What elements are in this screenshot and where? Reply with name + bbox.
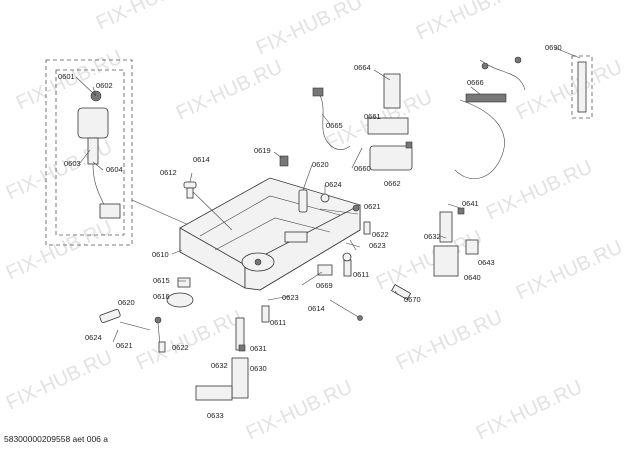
watermark: FIX-HUB.RU [3,346,116,414]
label-0622: 0622 [372,230,389,239]
watermark: FIX-HUB.RU [473,376,586,444]
label-0623: 0623 [282,293,299,302]
label-0620: 0620 [312,160,329,169]
leader-lines [75,47,581,343]
label-0640: 0640 [464,273,481,282]
label-0624: 0624 [325,180,342,189]
watermark: FIX-HUB.RU [173,56,286,124]
label-0603: 0603 [64,159,81,168]
watermark: FIX-HUB.RU [243,376,356,444]
label-0616: 0616 [153,292,170,301]
label-0632: 0632 [211,361,228,370]
label-0664: 0664 [354,63,371,72]
label-0631: 0631 [250,344,267,353]
label-0620: 0620 [118,298,135,307]
label-0665: 0665 [326,121,343,130]
watermark: FIX-HUB.RU [133,306,246,374]
label-0666: 0666 [467,78,484,87]
label-0630: 0630 [250,364,267,373]
watermark: FIX-HUB.RU [483,156,596,224]
watermark: FIX-HUB.RU [3,216,116,284]
label-0670: 0670 [404,295,421,304]
label-0601: 0601 [58,72,75,81]
label-0619: 0619 [254,146,271,155]
label-0669: 0669 [316,281,333,290]
label-0690: 0690 [545,43,562,52]
label-0614: 0614 [308,304,325,313]
label-0602: 0602 [96,81,113,90]
label-0632: 0632 [424,232,441,241]
label-0621: 0621 [364,202,381,211]
label-0611: 0611 [353,270,369,279]
label-0633: 0633 [207,411,224,420]
label-0660: 0660 [354,164,371,173]
watermark: FIX-HUB.RU [93,0,206,35]
label-0623: 0623 [369,241,386,250]
watermark: FIX-HUB.RU [413,0,526,45]
label-0643: 0643 [478,258,495,267]
label-0612: 0612 [160,168,177,177]
label-0661: 0661 [364,112,381,121]
label-0614: 0614 [193,155,210,164]
label-0622: 0622 [172,343,189,352]
part-labels: 0601 0602 0603 0604 0610 0612 0614 0619 … [58,43,562,420]
label-0610: 0610 [152,250,169,259]
watermark: FIX-HUB.RU [393,306,506,374]
watermark: FIX-HUB.RU [513,236,626,304]
footer-code: 58300000209558 aet 006 a [4,434,108,444]
label-0611: 0611 [270,318,286,327]
parts [99,55,593,401]
watermark: FIX-HUB.RU [3,136,116,204]
label-0624: 0624 [85,333,102,342]
label-0615: 0615 [153,276,170,285]
label-0604: 0604 [106,165,123,174]
label-0641: 0641 [462,199,479,208]
label-0662: 0662 [384,179,401,188]
base-frame [179,177,361,291]
label-0621: 0621 [116,341,133,350]
watermark: FIX-HUB.RU [513,56,626,124]
watermark: FIX-HUB.RU [253,0,366,60]
